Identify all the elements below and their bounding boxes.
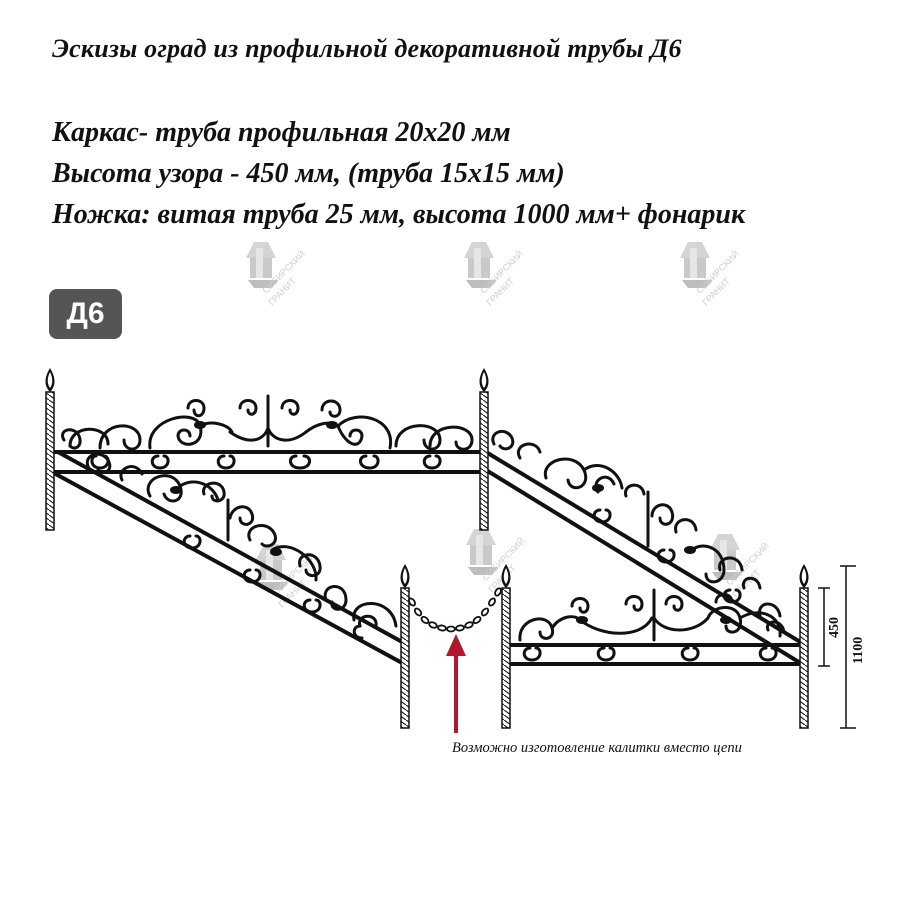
dimension-1100-label: 1100 [851,637,866,664]
page-title: Эскизы оград из профильной декоративной … [52,34,682,63]
finial-icon [801,568,807,584]
gate-chain [408,587,502,633]
fence-rails [50,450,804,666]
left-side-rail-bottom [50,470,406,666]
fence-post [400,564,410,729]
spec-list: Каркас- труба профильная 20х20 мм Высота… [52,112,745,235]
gate-caption: Возможно изготовление калитки вместо цеп… [452,740,742,756]
finial-icon [402,568,408,584]
left-side-rosettes [170,486,282,556]
dimension-lines [818,565,856,729]
fence-post [479,368,489,531]
back-section-rosettes [194,421,338,429]
watermark-logo: СИБИРСКИЙ ГРАНИТ [464,242,525,307]
right-side-rosettes [592,484,696,554]
fence-post [799,564,809,729]
left-side-scrollwork [61,428,398,640]
fence-post [45,368,55,531]
finial-icon [503,568,509,584]
finial-icon [481,372,487,388]
spec-post: Ножка: витая труба 25 мм, высота 1000 мм… [52,199,746,230]
arrow-up-icon [446,634,466,656]
right-side-rail-bottom [484,468,804,666]
gate-arrow [446,634,466,733]
model-badge: Д6 [49,289,122,339]
spec-pattern-height: Высота узора - 450 мм, (труба 15х15 мм) [52,158,565,189]
left-side-rail-top [56,450,406,645]
fence-post [501,564,511,729]
spec-frame: Каркас- труба профильная 20х20 мм [52,117,511,148]
watermark-logo: СИБИРСКИЙ ГРАНИТ [466,529,527,594]
front-section-scrollwork [518,588,786,662]
right-side-rail-top [484,450,804,645]
watermark-logo: СИБИРСКИЙ ГРАНИТ [246,242,307,307]
dimension-450-label: 450 [827,617,842,638]
back-section-scrollwork [68,394,474,470]
watermark-logo: СИБИРСКИЙ ГРАНИТ [680,242,741,307]
finial-icon [47,372,53,388]
front-section-rosettes [576,616,732,624]
